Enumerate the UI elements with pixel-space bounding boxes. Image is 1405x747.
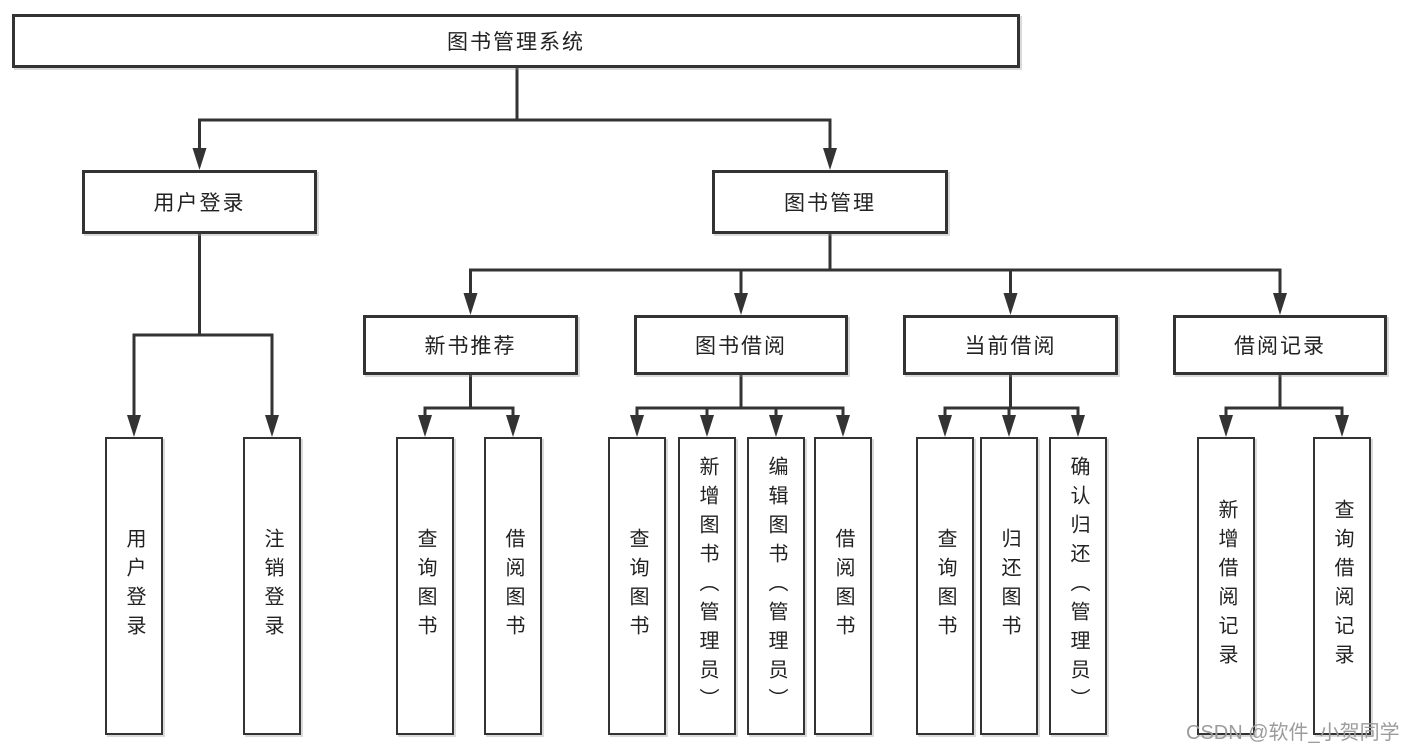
edge-current-borrow-children	[943, 373, 1080, 419]
arrow-icon	[265, 415, 279, 437]
node-user-login: 用户登录	[82, 170, 317, 234]
arrowheads	[127, 148, 1349, 437]
node-borrow-record: 借阅记录	[1173, 315, 1387, 375]
node-label: 确认归还（管理员）	[1067, 455, 1089, 717]
node-label: 借阅图书	[502, 528, 524, 644]
arrow-icon	[1071, 415, 1085, 437]
arrow-icon	[630, 415, 644, 437]
node-label: 查询借阅记录	[1331, 499, 1353, 673]
edge-book-mgmt-children	[469, 232, 1282, 297]
node-label: 用户登录	[153, 192, 246, 215]
node-system-root: 图书管理系统	[12, 14, 1020, 68]
edge-root-to-level2	[198, 66, 832, 152]
node-label: 编辑图书（管理员）	[765, 455, 787, 717]
arrow-icon	[418, 415, 432, 437]
node-current-borrow: 当前借阅	[903, 315, 1118, 375]
leaf-newbook-query-books: 查询图书	[396, 437, 454, 735]
edge-user-login-children	[132, 232, 274, 419]
watermark: CSDN @软件_小贺同学	[1186, 722, 1400, 744]
node-label: 图书管理系统	[447, 31, 585, 54]
node-label: 借阅记录	[1234, 335, 1326, 358]
leaf-borrow-edit-books-admin: 编辑图书（管理员）	[747, 437, 805, 735]
arrow-icon	[1335, 415, 1349, 437]
leaf-record-query-borrow-record: 查询借阅记录	[1313, 437, 1371, 735]
node-label: 图书借阅	[695, 335, 787, 358]
arrow-icon	[1273, 293, 1287, 315]
node-label: 新书推荐	[424, 335, 517, 358]
node-book-borrow: 图书借阅	[634, 315, 848, 375]
node-label: 注销登录	[261, 528, 283, 644]
leaf-newbook-borrow-books: 借阅图书	[484, 437, 542, 735]
arrow-icon	[938, 415, 952, 437]
arrow-icon	[463, 293, 478, 315]
edge-new-book-children	[423, 373, 515, 419]
leaf-borrow-borrow-books: 借阅图书	[814, 437, 872, 735]
node-label: 新增图书（管理员）	[696, 455, 718, 717]
leaf-logout: 注销登录	[243, 437, 301, 735]
node-label: 查询图书	[414, 528, 436, 644]
node-book-management: 图书管理	[712, 170, 948, 234]
node-label: 新增借阅记录	[1215, 499, 1237, 673]
arrow-icon	[734, 293, 748, 315]
node-label: 当前借阅	[964, 335, 1057, 358]
edge-book-borrow-children	[635, 373, 845, 419]
node-label: 查询图书	[934, 528, 956, 644]
arrow-icon	[1003, 293, 1018, 315]
node-label: 查询图书	[626, 528, 648, 644]
arrow-icon	[1002, 415, 1016, 437]
arrow-icon	[700, 415, 714, 437]
arrow-icon	[506, 415, 520, 437]
arrow-icon	[836, 415, 850, 437]
node-new-book-recommend: 新书推荐	[363, 315, 578, 375]
leaf-current-confirm-return-admin: 确认归还（管理员）	[1049, 437, 1107, 735]
arrow-icon	[823, 148, 837, 170]
leaf-borrow-add-books-admin: 新增图书（管理员）	[678, 437, 736, 735]
node-label: 图书管理	[784, 192, 876, 215]
node-label: 归还图书	[998, 528, 1020, 644]
leaf-current-return-books: 归还图书	[980, 437, 1038, 735]
node-label: 借阅图书	[832, 528, 854, 644]
leaf-user-login: 用户登录	[105, 437, 163, 735]
arrow-icon	[769, 415, 783, 437]
node-label: 用户登录	[123, 528, 145, 644]
arrow-icon	[192, 148, 207, 170]
leaf-borrow-query-books: 查询图书	[608, 437, 666, 735]
edge-borrow-record-children	[1224, 373, 1344, 419]
arrow-icon	[1219, 415, 1233, 437]
leaf-current-query-books: 查询图书	[916, 437, 974, 735]
arrow-icon	[127, 415, 141, 437]
leaf-record-add-borrow-record: 新增借阅记录	[1197, 437, 1255, 735]
